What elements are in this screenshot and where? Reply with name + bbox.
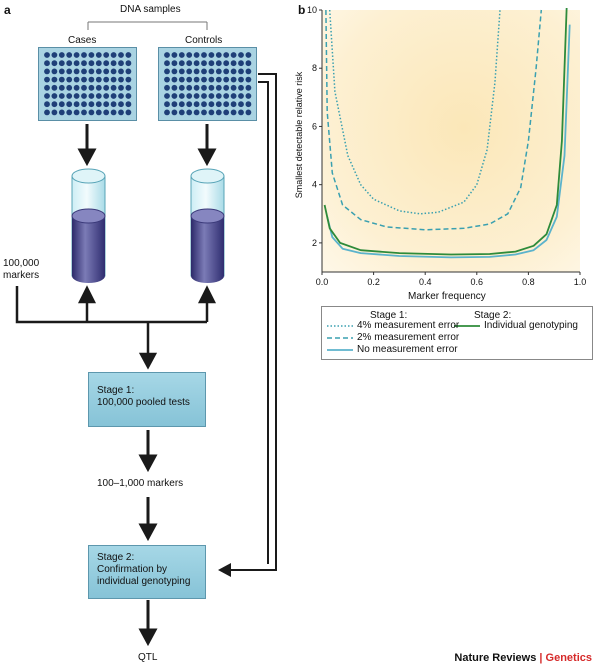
individual-genotyping-route [228, 73, 277, 571]
controls-plate [158, 47, 257, 121]
intermediate-markers-label: 100–1,000 markers [97, 478, 184, 489]
dna-samples-bracket [87, 21, 208, 30]
panel-b-letter: b [298, 3, 306, 17]
y-tick-label: 8 [312, 63, 317, 73]
y-tick-label: 10 [307, 5, 317, 15]
y-tick-label: 6 [312, 121, 317, 131]
panel-a-letter: a [4, 3, 11, 17]
journal-name: Nature Reviews [454, 652, 537, 664]
qtl-label: QTL [138, 652, 158, 663]
stage2-description-2: individual genotyping [97, 576, 191, 587]
controls-tube [190, 168, 225, 283]
legend-label-2pct: 2% measurement error [357, 332, 460, 343]
x-axis-label: Marker frequency [408, 291, 486, 302]
series-line-0 [328, 9, 501, 215]
workflow-diagram [15, 21, 277, 647]
stage2-description-1: Confirmation by [97, 564, 168, 575]
x-tick-label: 0.6 [471, 277, 484, 287]
legend [321, 306, 593, 360]
x-tick-label: 0.4 [419, 277, 432, 287]
y-axis-label: Smallest detectable relative risk [294, 71, 304, 198]
to-stage2-arrow [138, 523, 158, 542]
series-line-3 [323, 8, 568, 256]
stage2-box: Stage 2: Confirmation by individual geno… [88, 545, 206, 599]
stage1-description: 100,000 pooled tests [97, 397, 190, 408]
markers-count-value: 100,000 [3, 258, 40, 269]
journal-section: Genetics [545, 652, 592, 664]
journal-credit: Nature Reviews | Genetics [454, 652, 592, 664]
markers-count-label: 100,000 markers [3, 258, 39, 282]
stage1-title: Stage 1: [97, 385, 135, 396]
cases-label: Cases [68, 35, 97, 46]
to-stage1-arrow [138, 352, 158, 370]
cases-up-arrow [77, 285, 97, 304]
x-tick-label: 0.8 [522, 277, 535, 287]
series-line-1 [325, 9, 543, 231]
stage1-out-arrow [138, 454, 158, 473]
x-tick-label: 1.0 [574, 277, 587, 287]
legend-stage2-title: Stage 2: [474, 310, 512, 321]
x-tick-label: 0.2 [367, 277, 380, 287]
x-tick-label: 0.0 [316, 277, 329, 287]
stage2-title: Stage 2: [97, 552, 135, 563]
cases-tube [71, 168, 106, 283]
legend-label-individual: Individual genotyping [484, 320, 578, 331]
controls-up-arrow [197, 285, 217, 304]
legend-label-none: No measurement error [357, 344, 458, 355]
dna-samples-label: DNA samples [120, 4, 181, 15]
stage1-box: Stage 1: 100,000 pooled tests [88, 372, 206, 427]
cases-plate [38, 47, 137, 121]
markers-count-unit: markers [3, 270, 40, 281]
markers-feed-line [15, 286, 207, 324]
to-stage2-side-arrow [218, 563, 231, 577]
legend-stage1-title: Stage 1: [370, 310, 408, 321]
legend-swatches [327, 325, 480, 351]
controls-label: Controls [185, 35, 223, 46]
legend-label-4pct: 4% measurement error [357, 320, 460, 331]
series-line-2 [326, 24, 571, 259]
journal-separator: | [536, 652, 546, 664]
plot-area [322, 10, 580, 272]
y-tick-label: 4 [312, 180, 317, 190]
y-tick-label: 2 [312, 238, 317, 248]
to-qtl-arrow [138, 628, 158, 647]
